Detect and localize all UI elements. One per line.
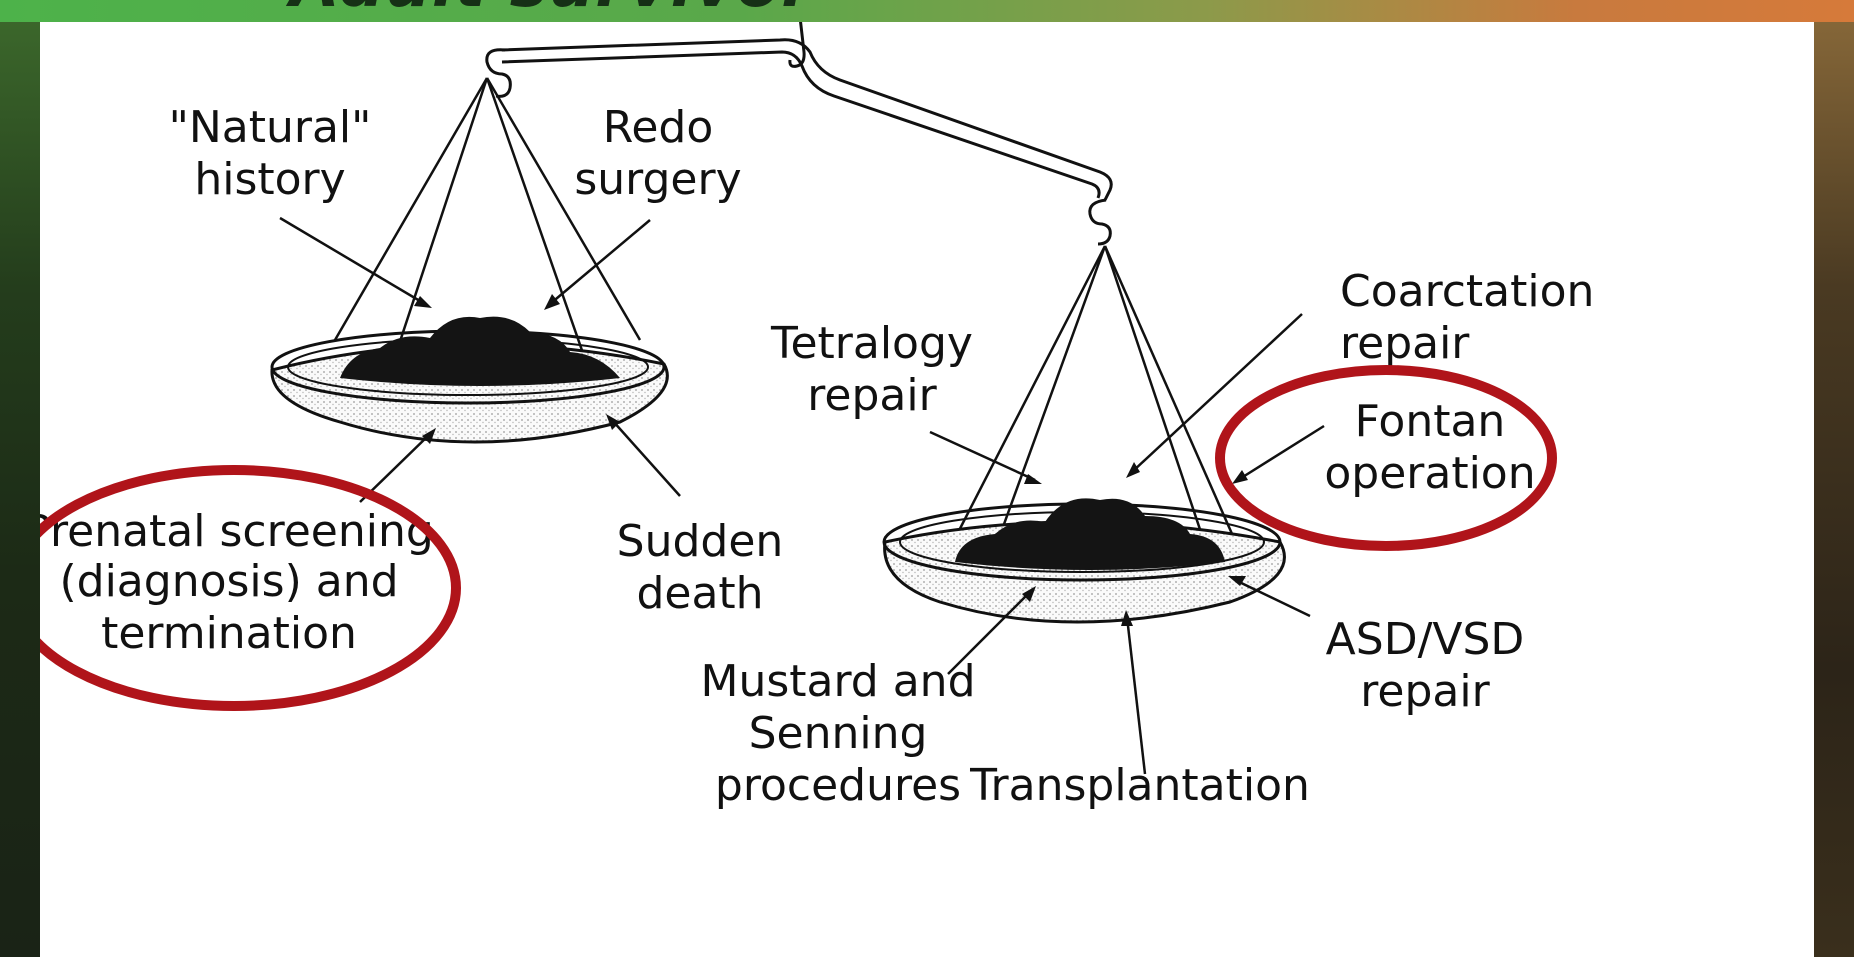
label-asd-vsd-repair: ASD/VSD repair <box>1326 614 1525 717</box>
label-line: Sudden <box>617 516 784 567</box>
label-line: ASD/VSD <box>1326 614 1525 665</box>
label-line: repair <box>1360 666 1490 717</box>
background-left <box>0 0 40 957</box>
background-right <box>1814 0 1854 957</box>
label-line: procedures <box>715 760 961 811</box>
label-line: (diagnosis) and <box>59 556 398 607</box>
label-line: surgery <box>574 154 741 205</box>
label-mustard-senning: Mustard and Senning procedures <box>701 656 976 811</box>
label-natural-history: "Natural" history <box>169 102 372 205</box>
label-line: repair <box>1340 318 1470 369</box>
label-line: operation <box>1324 448 1535 499</box>
label-line: death <box>636 568 763 619</box>
label-line: Senning <box>749 708 928 759</box>
label-tetralogy-repair: Tetralogy repair <box>770 318 973 421</box>
label-redo-surgery: Redo surgery <box>574 102 741 205</box>
label-line: repair <box>807 370 937 421</box>
label-line: Prenatal screening <box>40 506 434 557</box>
diagram-panel: "Natural" history Redo surgery Prenatal … <box>40 22 1814 957</box>
label-line: termination <box>101 608 357 659</box>
label-line: Tetralogy <box>770 318 973 369</box>
label-sudden-death: Sudden death <box>617 516 784 619</box>
label-transplantation: Transplantation <box>969 760 1310 811</box>
label-line: Fontan <box>1355 396 1506 447</box>
label-line: "Natural" <box>169 102 372 153</box>
title-band: Adult survivor <box>0 0 1854 22</box>
slide-title: Adult survivor <box>290 0 814 22</box>
left-pan <box>272 317 667 442</box>
label-line: Coarctation <box>1340 266 1594 317</box>
label-line: Mustard and <box>701 656 976 707</box>
label-coarctation-repair: Coarctation repair <box>1340 266 1594 369</box>
label-fontan-operation: Fontan operation <box>1324 396 1535 499</box>
right-pan <box>884 498 1284 622</box>
right-hook <box>1090 200 1111 244</box>
label-line: Redo <box>603 102 714 153</box>
label-line: history <box>194 154 345 205</box>
label-prenatal-screening: Prenatal screening (diagnosis) and termi… <box>40 506 434 659</box>
label-line: Transplantation <box>969 760 1310 811</box>
balance-scale-diagram: "Natural" history Redo surgery Prenatal … <box>40 22 1814 957</box>
